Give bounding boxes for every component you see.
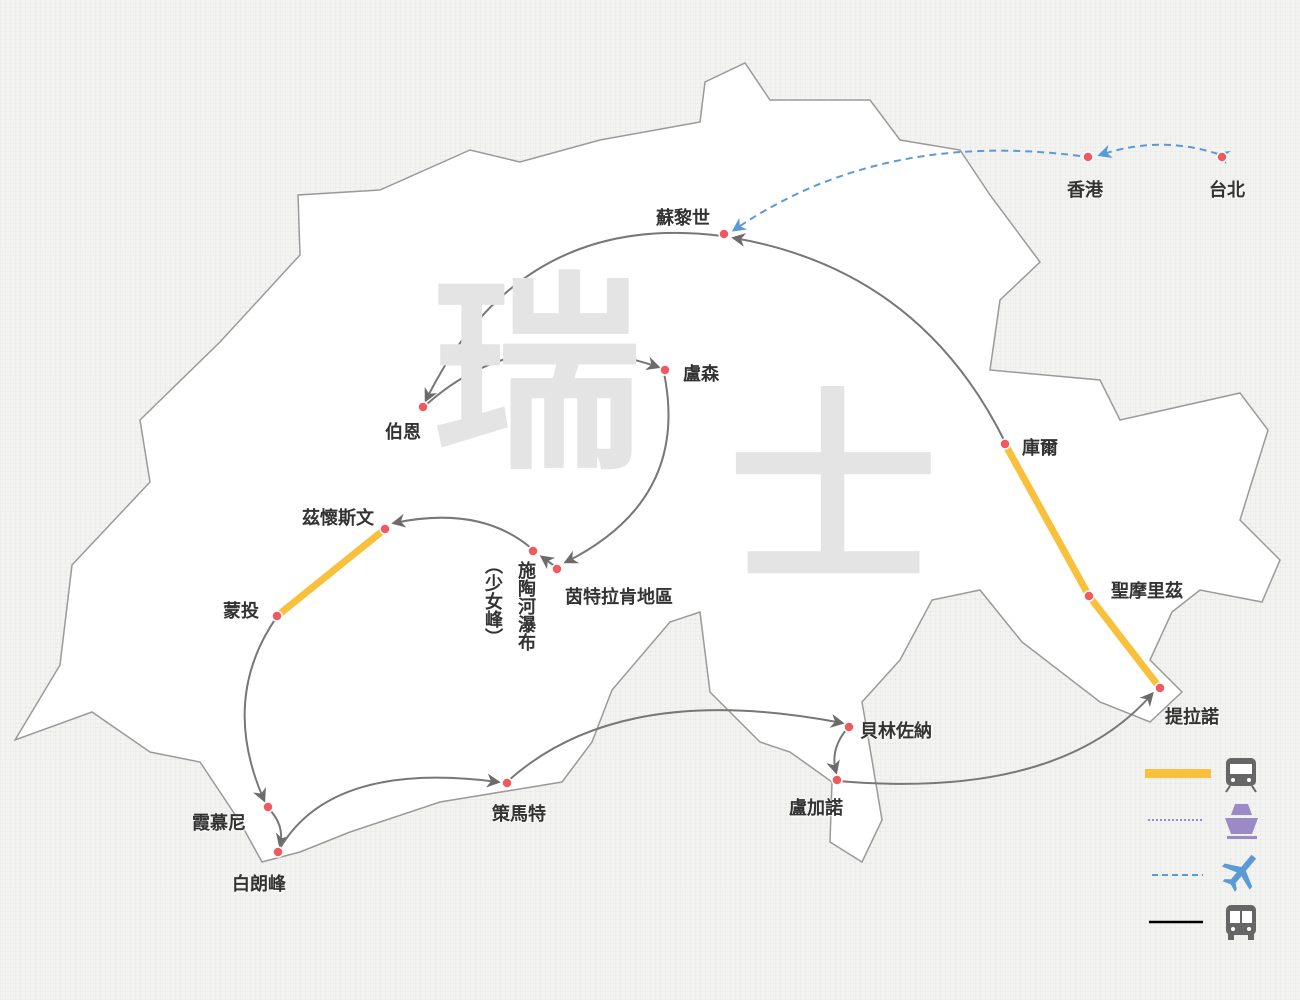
route-hongkong-zurich xyxy=(731,149,1081,232)
city-label-hongkong: 香港 xyxy=(1067,180,1103,201)
switzerland-outline xyxy=(13,62,1281,864)
city-point-taipei xyxy=(1216,151,1228,163)
route-lucerne-interlaken xyxy=(563,372,670,564)
title-char-1: 瑞 xyxy=(432,254,643,499)
route-lugano-tirano xyxy=(837,691,1154,785)
city-label-lugano: 盧加諾 xyxy=(789,798,843,819)
city-label-bern: 伯恩 xyxy=(385,422,421,443)
route-zurich-bern xyxy=(424,231,723,403)
city-point-tirano xyxy=(1154,682,1166,694)
route-montblanc-zermatt xyxy=(278,773,501,851)
city-point-zermatt xyxy=(501,777,513,789)
city-label-montblanc: 白朗峰 xyxy=(232,874,286,895)
route-montreux-chamonix xyxy=(243,617,277,803)
route-chur-zurich xyxy=(731,233,1006,443)
city-label-jungfrau: （少女峰） xyxy=(482,556,503,646)
city-point-lucerne xyxy=(659,364,671,376)
city-label-chamonix: 霞慕尼 xyxy=(192,813,246,834)
route-zermatt-bellinzona xyxy=(507,709,845,782)
city-label-bellinzona: 貝林佐納 xyxy=(860,721,932,742)
city-label-interlaken: 茵特拉肯地區 xyxy=(565,587,673,608)
route-bern-lucerne xyxy=(425,349,661,406)
city-point-stmoritz xyxy=(1083,590,1095,602)
city-point-bellinzona xyxy=(843,721,855,733)
route-zweisimmen-montreux-train xyxy=(274,526,388,619)
route-taipei-hongkong xyxy=(1097,143,1231,165)
city-label-tirano: 提拉諾 xyxy=(1165,707,1219,728)
city-point-chamonix xyxy=(262,801,274,813)
city-point-montblanc xyxy=(272,846,284,858)
city-point-lugano xyxy=(831,774,843,786)
city-label-montreux: 蒙投 xyxy=(223,601,259,622)
city-label-taipei: 台北 xyxy=(1209,180,1245,201)
city-point-bern xyxy=(417,401,429,413)
city-label-zweisimmen: 茲懷斯文 xyxy=(302,508,374,529)
city-label-staubbach: 施陶河瀑布 xyxy=(515,561,536,651)
city-label-zurich: 蘇黎世 xyxy=(656,208,710,229)
city-point-hongkong xyxy=(1082,151,1094,163)
city-point-chur xyxy=(999,438,1011,450)
city-label-zermatt: 策馬特 xyxy=(492,804,546,825)
city-point-interlaken xyxy=(551,563,563,575)
city-point-zurich xyxy=(718,228,730,240)
city-point-zweisimmen xyxy=(379,523,391,535)
routes xyxy=(243,143,1231,851)
route-bellinzona-lugano xyxy=(826,729,847,775)
city-label-stmoritz: 聖摩里茲 xyxy=(1111,581,1183,602)
city-points xyxy=(262,151,1228,858)
city-label-lucerne: 盧森 xyxy=(683,364,719,385)
city-label-chur: 庫爾 xyxy=(1022,438,1058,459)
city-point-montreux xyxy=(271,610,283,622)
title-char-2: 士 xyxy=(728,370,939,615)
route-staubbach-zweisimmen xyxy=(391,513,532,549)
city-point-staubbach xyxy=(527,545,539,557)
